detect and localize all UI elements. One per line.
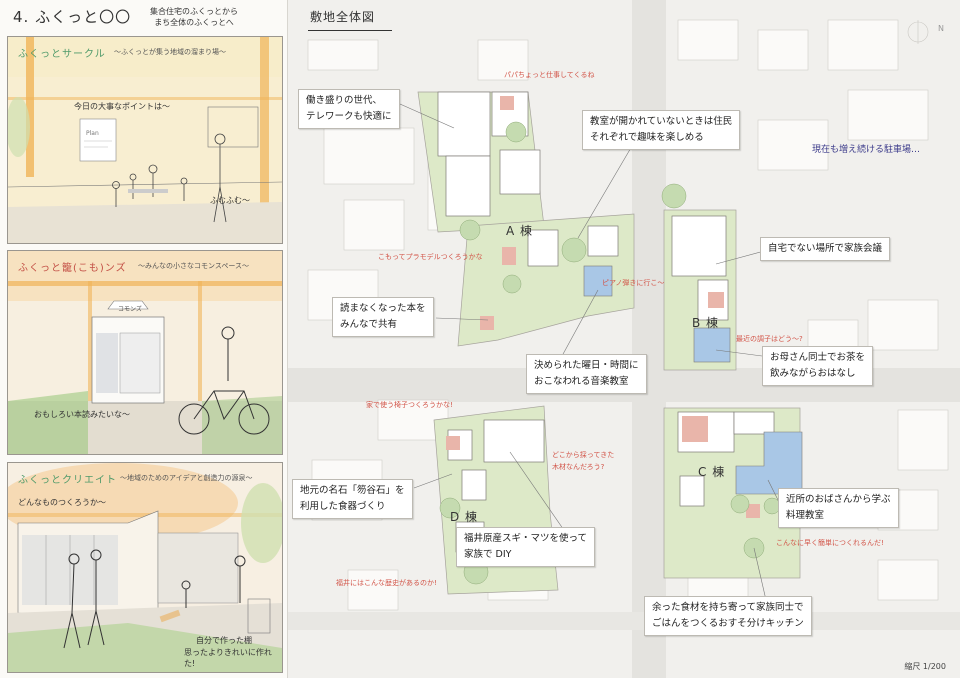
building-c-label: C 棟: [698, 465, 726, 479]
callout-family-meeting: 自宅でない場所で家族会議: [760, 237, 891, 261]
callout-share-kitchen-line1: 余った食材を持ち寄って家族同士で: [652, 602, 804, 613]
note-quick-easy: こんなに早く簡単につくれるんだ!: [776, 539, 884, 547]
left-column: 4. ふくっと〇〇 集合住宅のふくっとから まち全体のふくっとへ Plan: [0, 0, 288, 678]
panel-create-caption-1: どんなものつくろうか～: [18, 498, 106, 507]
building-a-label: A 棟: [506, 224, 534, 238]
callout-cooking-class-line2: 料理教室: [786, 510, 825, 521]
callout-music-class: 決められた曜日・時間に おこなわれる音楽教室: [526, 354, 647, 394]
note-wood-source-1: どこから採ってきた: [552, 451, 615, 459]
map-title: 敷地全体図: [310, 10, 376, 24]
section-subtitle-line1: 集合住宅のふくっとから: [150, 7, 238, 16]
commons-sign-text: コモンズ: [118, 306, 142, 313]
callout-cooking-class: 近所のおばさんから学ぶ 料理教室: [778, 488, 899, 528]
north-arrow-icon: N: [938, 24, 944, 33]
building-b-label: B 棟: [692, 316, 720, 330]
callout-music-class-line2: おこなわれる音楽教室: [534, 376, 629, 387]
section-title: 4. ふくっと〇〇: [13, 8, 132, 26]
panel-circle-caption-1: 今日の大事なポイントは～: [74, 102, 170, 111]
callout-family-meeting-line1: 自宅でない場所で家族会議: [768, 243, 883, 254]
callout-telework-line1: 働き盛りの世代、: [306, 95, 383, 106]
panel-commons-illustration: [8, 251, 282, 454]
note-fukui-history: 福井にはこんな歴史があるのか!: [336, 579, 437, 587]
callout-cooking-class-line1: 近所のおばさんから学ぶ: [786, 494, 891, 505]
callout-book-share-line1: 読まなくなった本を: [340, 303, 426, 314]
callout-diy-line2: 家族で DIY: [464, 549, 512, 560]
panel-create-illustration: [8, 463, 282, 672]
note-wood-source-2: 木材なんだろう?: [552, 463, 605, 471]
callout-telework-line2: テレワークも快適に: [306, 111, 392, 122]
note-parking-increase: 現在も増え続ける駐車場…: [812, 145, 921, 155]
section-subtitle-line2: まち全体のふくっとへ: [154, 18, 234, 27]
callout-tea-talk: お母さん同士でお茶を 飲みながらおはなし: [762, 346, 874, 386]
callout-tea-talk-line1: お母さん同士でお茶を: [770, 352, 866, 363]
callout-hobby-line1: 教室が開かれていないときは住民: [590, 116, 733, 127]
note-piano: ピアノ弾きに行こ～: [602, 279, 665, 287]
callout-tableware: 地元の名石「笏谷石」を 利用した食器づくり: [292, 479, 413, 519]
panel-create-caption-3: 思ったよりきれいに作れた!: [184, 648, 272, 668]
callout-hobby-line2: それぞれで趣味を楽しめる: [590, 132, 704, 143]
section-subtitle: 集合住宅のふくっとから まち全体のふくっとへ: [150, 6, 238, 28]
panel-create-title: ふくっとクリエイト: [18, 475, 117, 486]
note-plamodel: こもってプラモデルつくろうかな: [378, 253, 483, 261]
building-d-label: D 棟: [450, 510, 479, 524]
panel-commons-title: ふくっと籠(こも)ンズ: [18, 263, 127, 274]
callout-book-share: 読まなくなった本を みんなで共有: [332, 297, 434, 337]
panel-create-tag: ～地域のためのアイデアと創造力の源泉～: [120, 474, 253, 482]
callout-tableware-line2: 利用した食器づくり: [300, 501, 386, 512]
map-scale: 縮尺 1/200: [904, 662, 946, 671]
panel-circle-title: ふくっとサークル: [18, 49, 106, 60]
callout-telework: 働き盛りの世代、 テレワークも快適に: [298, 89, 400, 129]
callout-share-kitchen-line2: ごはんをつくるおすそ分けキッチン: [652, 618, 804, 629]
callout-book-share-line2: みんなで共有: [340, 319, 398, 330]
note-how-are-you: 最近の調子はどう～?: [736, 335, 803, 343]
callout-music-class-line1: 決められた曜日・時間に: [534, 360, 639, 371]
callout-tableware-line1: 地元の名石「笏谷石」を: [300, 485, 405, 496]
panel-fukutto-circle: Plan ふくっとサークル ～ふくっとが集う地域の溜まり場～ 今日の大事なポイ: [7, 36, 283, 244]
panel-create-caption-2: 自分で作った棚: [196, 636, 252, 645]
callout-tea-talk-line2: 飲みながらおはなし: [770, 368, 856, 379]
callout-hobby: 教室が開かれていないときは住民 それぞれで趣味を楽しめる: [582, 110, 741, 150]
note-make-chair: 家で使う椅子つくろうかな!: [366, 401, 453, 409]
note-papa-work: パパちょっと仕事してくるね: [504, 71, 595, 79]
callout-diy: 福井原産スギ・マツを使って 家族で DIY: [456, 527, 596, 567]
panel-commons-tag: ～みんなの小さなコモンスペース～: [138, 262, 250, 270]
panel-circle-tag: ～ふくっとが集う地域の溜まり場～: [114, 48, 226, 56]
panel-circle-caption-2: ふむふむ～: [210, 196, 250, 205]
panel-commons-caption-1: おもしろい本読みたいな～: [34, 410, 130, 419]
panel-circle-illustration: Plan: [8, 37, 282, 243]
callout-share-kitchen: 余った食材を持ち寄って家族同士で ごはんをつくるおすそ分けキッチン: [644, 596, 812, 636]
panel-fukutto-commons: ふくっと籠(こも)ンズ ～みんなの小さなコモンスペース～ コモンズ おもしろい本…: [7, 250, 283, 455]
site-plan-map: 敷地全体図 N 縮尺 1/200 A 棟 B 棟 C 棟 D 棟 働き盛りの世代…: [288, 0, 960, 678]
callout-diy-line1: 福井原産スギ・マツを使って: [464, 533, 588, 544]
map-title-underline: [308, 30, 392, 31]
panel-fukutto-create: ふくっとクリエイト ～地域のためのアイデアと創造力の源泉～ どんなものつくろうか…: [7, 462, 283, 673]
board-text: Plan: [86, 130, 99, 137]
